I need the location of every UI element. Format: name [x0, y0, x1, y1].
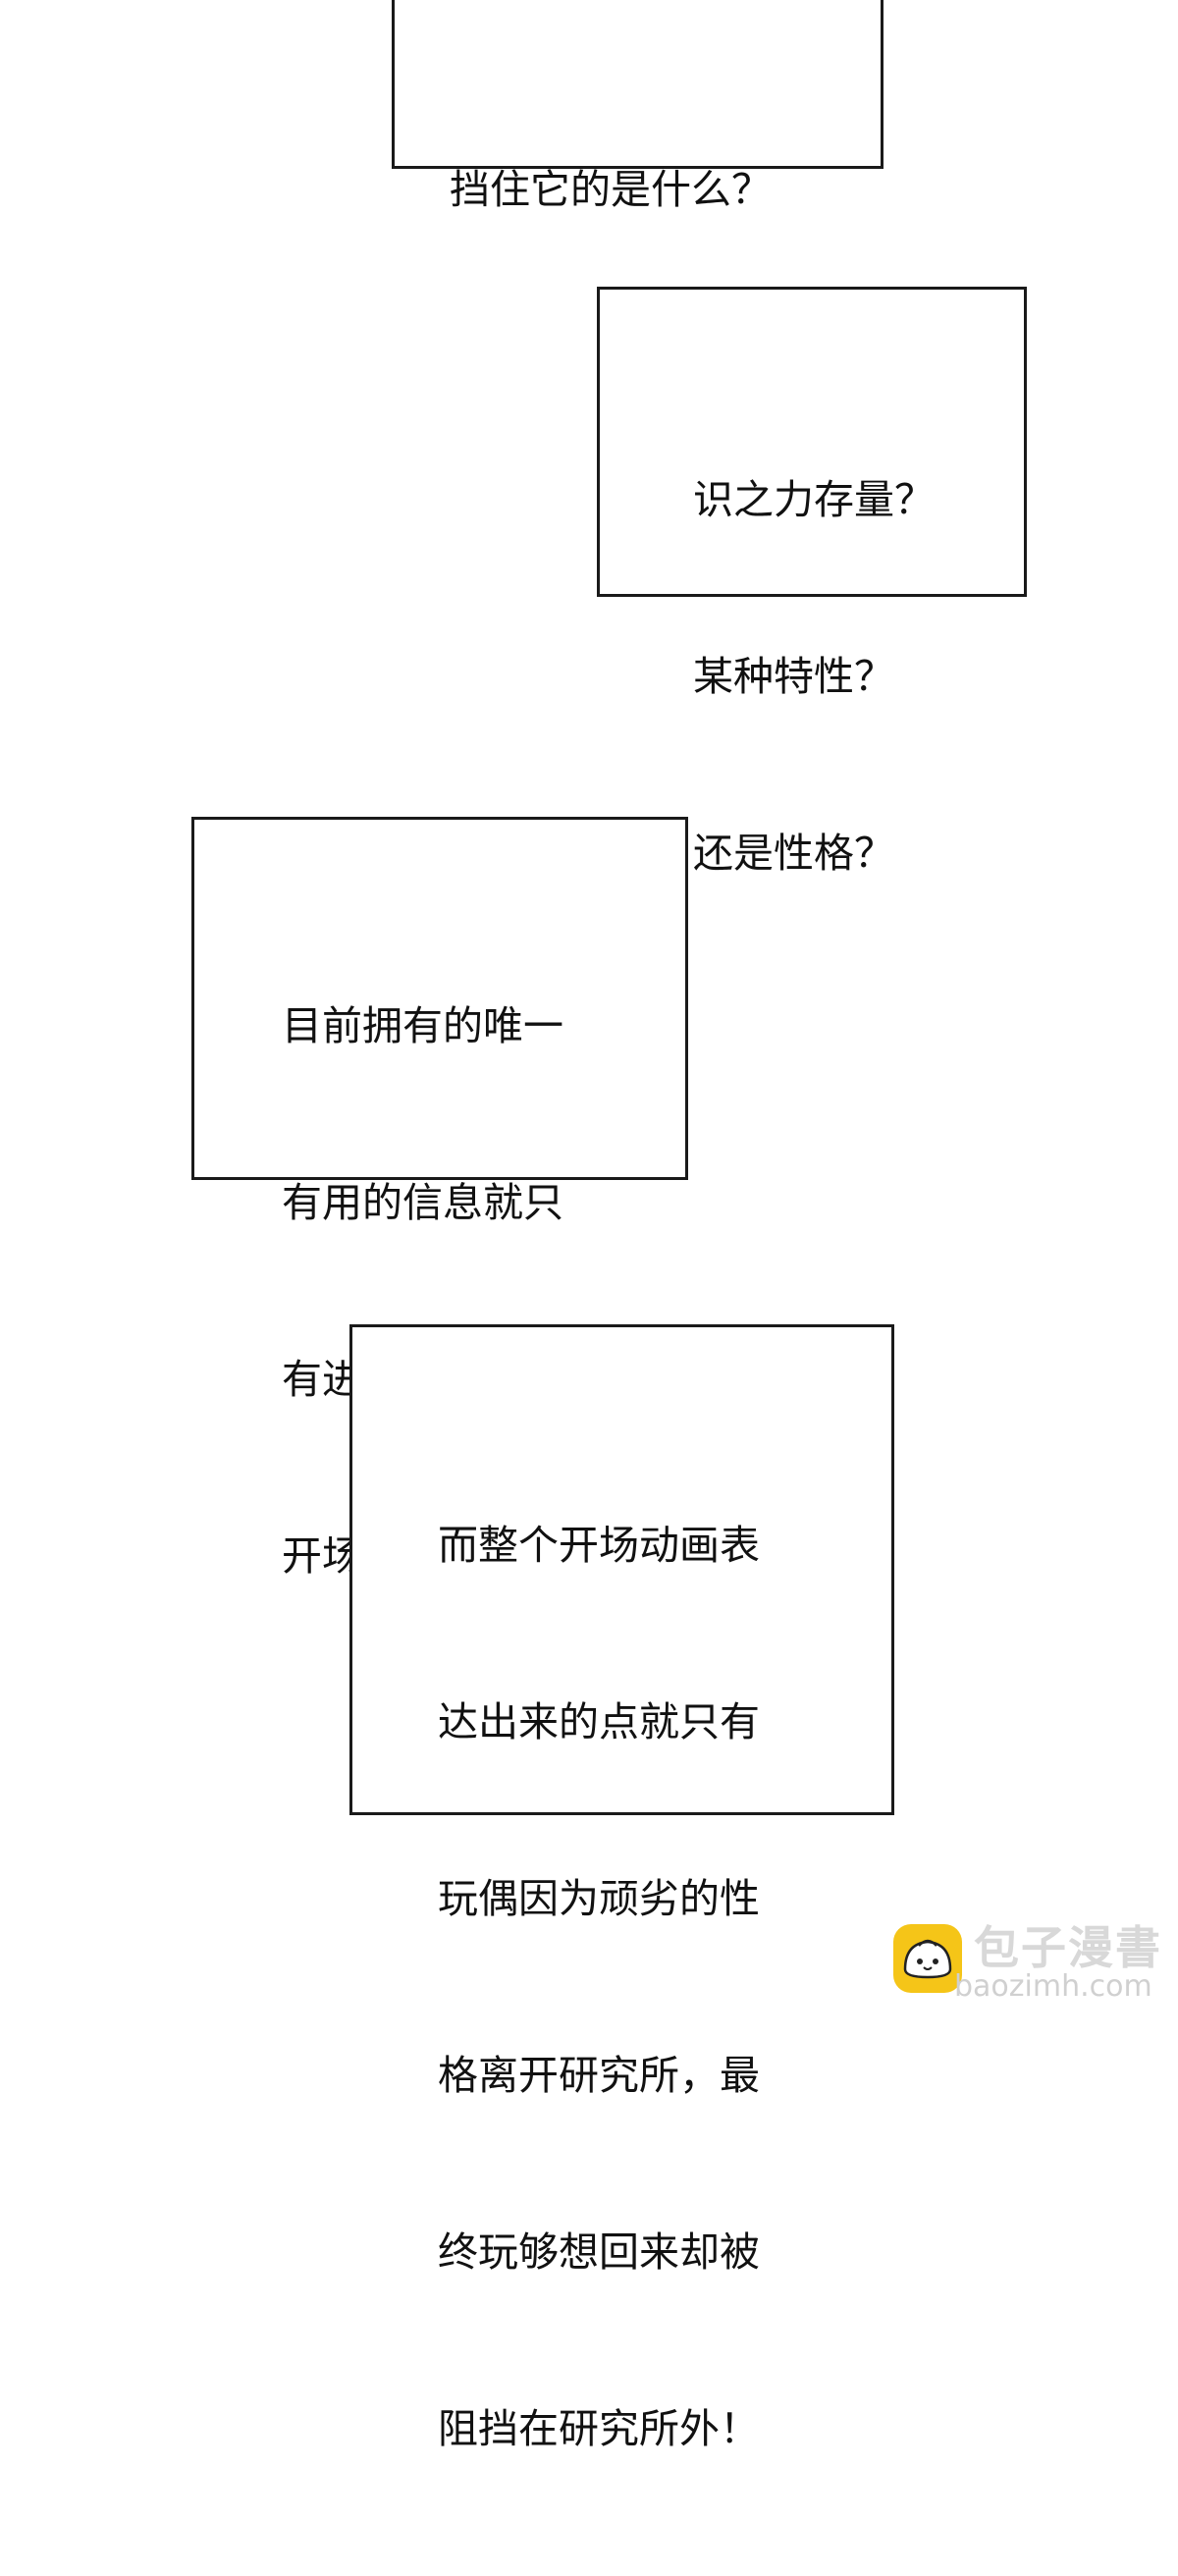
- caption-text-4: 而整个开场动画表 达出来的点就只有 玩偶因为顽劣的性 格离开研究所，最 终玩够想…: [438, 1398, 760, 2576]
- site-watermark: 包子漫書 baozimh.com: [884, 1905, 1163, 2012]
- caption-box-2: 识之力存量？ 某种特性？ 还是性格？: [597, 287, 1027, 877]
- caption-box-3: 目前拥有的唯一 有用的信息就只 有进入秘境时的 开场动画，: [191, 817, 688, 1580]
- watermark-title: 包子漫書: [974, 1921, 1162, 1974]
- caption-line: 格离开研究所，最: [438, 2052, 760, 2099]
- watermark-url: baozimh.com: [954, 1969, 1152, 2004]
- caption-line: 某种特性？: [693, 653, 894, 700]
- caption-line: 而整个开场动画表: [438, 1522, 760, 1569]
- caption-line: 挡住它的是什么？: [450, 166, 772, 213]
- caption-line: 识之力存量？: [693, 476, 935, 523]
- caption-line: 目前拥有的唯一: [282, 1002, 563, 1049]
- caption-line: 玩偶因为顽劣的性: [438, 1875, 760, 1922]
- caption-box-1: 挡住它的是什么？: [392, 0, 884, 213]
- caption-line: 有用的信息就只: [282, 1179, 563, 1226]
- caption-line: 终玩够想回来却被: [438, 2228, 760, 2276]
- caption-text-2: 识之力存量？ 某种特性？ 还是性格？: [693, 352, 935, 1000]
- caption-text-1: 挡住它的是什么？: [450, 42, 772, 337]
- caption-line: 还是性格？: [693, 830, 894, 877]
- bun-mascot-icon: [893, 1924, 962, 1993]
- caption-box-4: 而整个开场动画表 达出来的点就只有 玩偶因为顽劣的性 格离开研究所，最 终玩够想…: [349, 1324, 894, 2452]
- caption-line: 达出来的点就只有: [438, 1698, 760, 1745]
- caption-line: 阻挡在研究所外！: [438, 2405, 760, 2452]
